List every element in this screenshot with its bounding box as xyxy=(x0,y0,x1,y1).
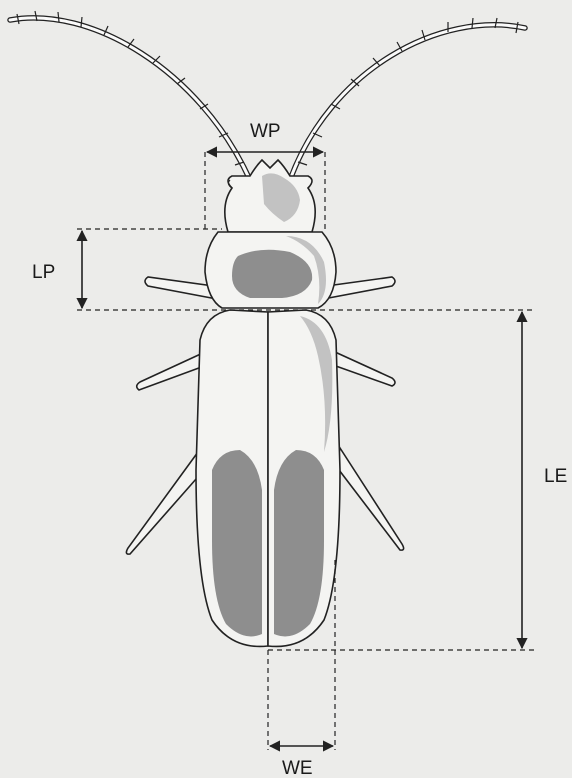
elytra xyxy=(196,310,340,646)
antennae xyxy=(10,18,525,180)
label-we: WE xyxy=(282,758,313,778)
label-lp: LP xyxy=(32,262,55,283)
left-hind-leg xyxy=(126,452,204,554)
label-le: LE xyxy=(544,466,567,487)
right-middle-leg xyxy=(333,352,395,386)
left-antenna xyxy=(10,18,250,180)
pronotum xyxy=(205,232,336,308)
label-wp: WP xyxy=(250,121,281,142)
left-middle-leg xyxy=(137,352,207,390)
right-hind-leg xyxy=(336,448,404,550)
head xyxy=(225,160,315,232)
